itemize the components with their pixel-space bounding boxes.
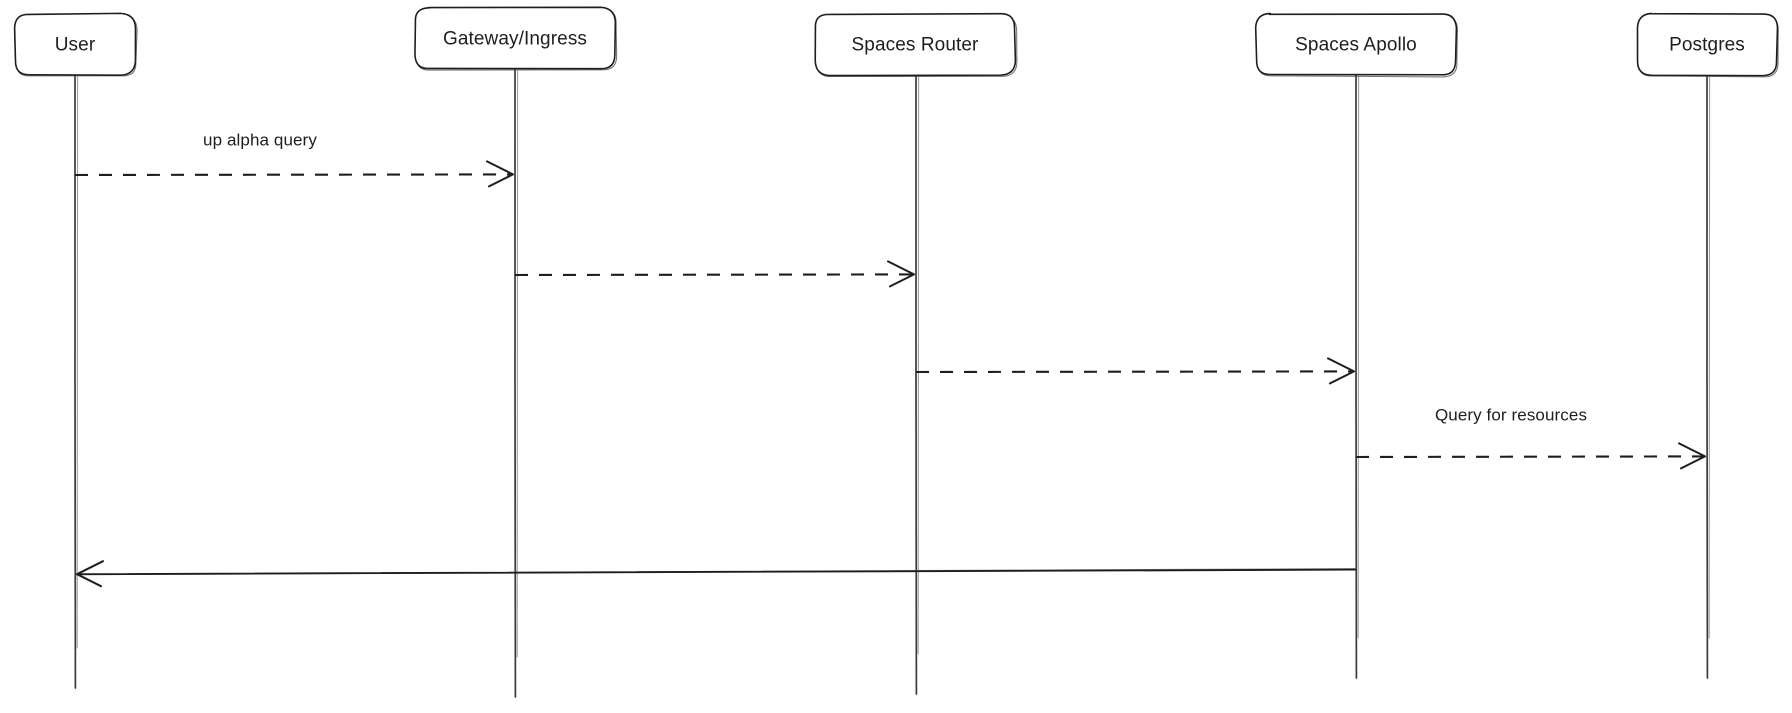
message-label: Query for resources: [1435, 405, 1587, 424]
message-4-spaces-apollo-to-postgres[interactable]: Query for resources: [1355, 405, 1706, 470]
message-line: [915, 370, 1355, 374]
arrow-head-icon: [887, 260, 915, 288]
lifeline-postgres: [1706, 74, 1711, 679]
lifelines-layer: [74, 68, 1711, 698]
participants-layer: User Gateway/Ingress Spaces Router Spaces A…: [13, 6, 1779, 78]
message-2-gateway-to-spaces-router[interactable]: [514, 260, 915, 288]
participant-label-spaces-router: Spaces Router: [852, 35, 980, 56]
message-5-spaces-apollo-to-user[interactable]: [76, 560, 1357, 588]
participant-label-postgres: Postgres: [1669, 35, 1745, 56]
message-label: up alpha query: [203, 130, 317, 149]
arrow-head-icon: [486, 160, 514, 188]
participant-box-postgres[interactable]: Postgres: [1636, 12, 1779, 78]
message-line: [514, 273, 915, 277]
participant-label-user: User: [55, 35, 96, 56]
lifeline-user: [74, 74, 79, 689]
participant-box-user[interactable]: User: [13, 12, 138, 77]
message-line: [74, 173, 514, 177]
message-line: [1355, 455, 1706, 459]
message-3-spaces-router-to-spaces-apollo[interactable]: [915, 357, 1355, 385]
arrow-head-icon: [1327, 357, 1355, 385]
lifeline-gateway: [514, 68, 519, 698]
message-1-user-to-gateway[interactable]: up alpha query: [74, 130, 514, 188]
lifeline-spaces-router: [915, 74, 920, 695]
arrow-head-icon: [76, 560, 104, 588]
participant-box-gateway[interactable]: Gateway/Ingress: [414, 6, 618, 71]
arrow-head-icon: [1678, 442, 1706, 470]
lifeline-spaces-apollo: [1355, 74, 1360, 679]
participant-box-spaces-router[interactable]: Spaces Router: [814, 12, 1018, 78]
participant-box-spaces-apollo[interactable]: Spaces Apollo: [1254, 12, 1458, 78]
message-line: [76, 568, 1357, 576]
participant-label-spaces-apollo: Spaces Apollo: [1295, 35, 1417, 56]
participant-label-gateway: Gateway/Ingress: [443, 29, 587, 50]
